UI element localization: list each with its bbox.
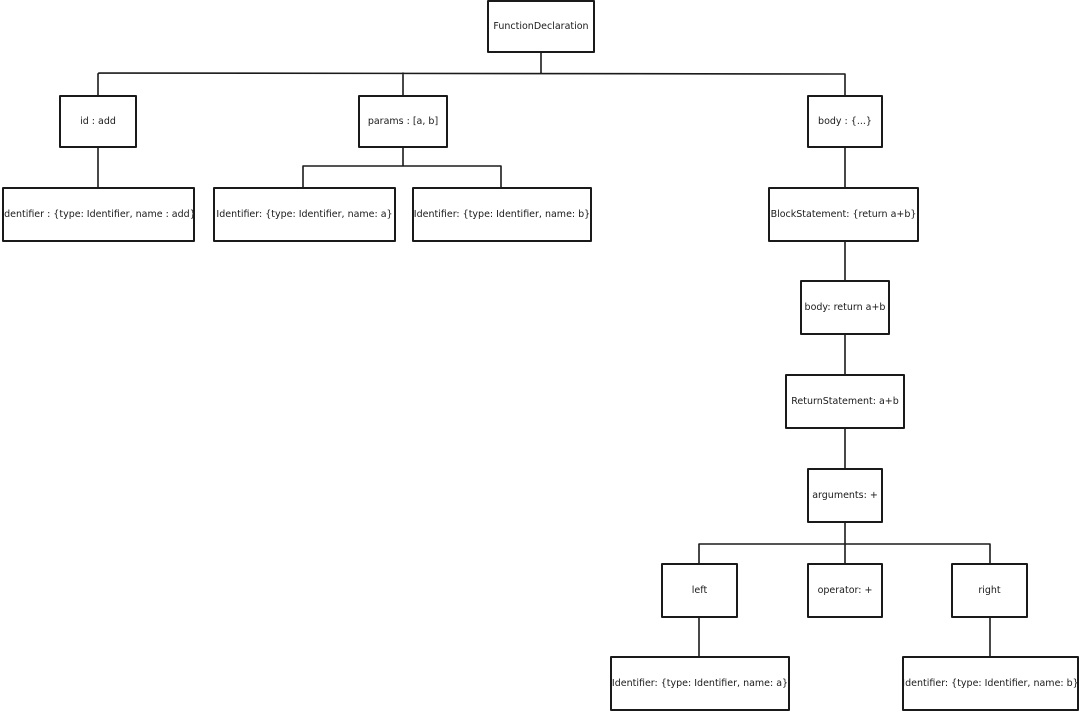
node-identifier-add: Identifier : {type: Identifier, name : a… [1, 187, 196, 242]
node-label: Identifier: {type: Identifier, name: a} [611, 677, 789, 689]
connector-arguments-children [698, 522, 991, 564]
node-params: params : [a, b] [358, 95, 448, 148]
node-right: right [951, 563, 1028, 618]
node-label: left [691, 584, 708, 596]
node-right-identifier: Identifier: {type: Identifier, name: b} [902, 656, 1079, 711]
node-label: params : [a, b] [367, 115, 439, 127]
node-label: FunctionDeclaration [493, 20, 589, 32]
node-label: Identifier : {type: Identifier, name : a… [1, 208, 196, 220]
node-left: left [661, 563, 738, 618]
node-id: id : add [59, 95, 137, 148]
node-label: Identifier: {type: Identifier, name: b} [902, 677, 1079, 689]
node-identifier-b: Identifier: {type: Identifier, name: b} [412, 187, 592, 242]
node-function-declaration: FunctionDeclaration [487, 0, 595, 53]
node-label: right [978, 584, 1001, 596]
node-label: Identifier: {type: Identifier, name: a} [216, 208, 393, 220]
connector-root-children [97, 52, 846, 96]
node-label: id : add [80, 115, 116, 127]
node-block-statement: BlockStatement: {return a+b} [768, 187, 919, 242]
node-label: body: return a+b [804, 301, 886, 313]
node-label: BlockStatement: {return a+b} [770, 208, 917, 220]
node-body: body : {...} [807, 95, 883, 148]
node-return-statement: ReturnStatement: a+b [785, 374, 905, 429]
node-label: body : {...} [818, 115, 872, 127]
node-label: operator: + [817, 584, 873, 596]
node-operator: operator: + [807, 563, 883, 618]
node-body-return: body: return a+b [800, 280, 890, 335]
node-label: Identifier: {type: Identifier, name: b} [413, 208, 591, 220]
node-label: ReturnStatement: a+b [791, 395, 899, 407]
node-arguments: arguments: + [807, 468, 883, 523]
node-identifier-a: Identifier: {type: Identifier, name: a} [213, 187, 396, 242]
node-left-identifier: Identifier: {type: Identifier, name: a} [610, 656, 790, 711]
connector-params-identifiers [302, 147, 502, 188]
node-label: arguments: + [812, 489, 878, 501]
